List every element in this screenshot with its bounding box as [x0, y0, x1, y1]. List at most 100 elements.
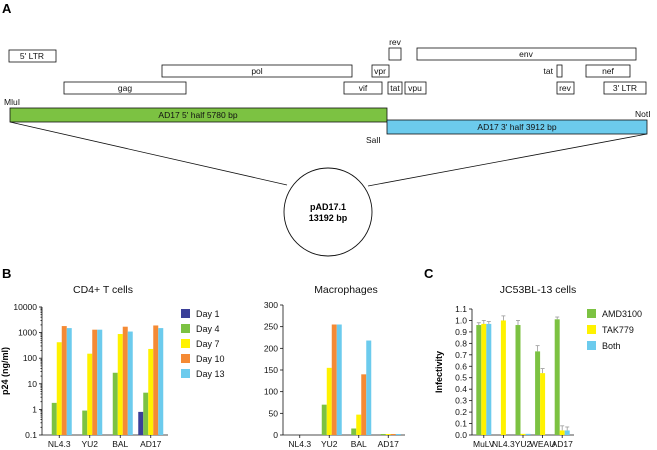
ad17-3prime-half-bar [386, 119, 648, 135]
bar-series-1 [321, 404, 327, 435]
bar-day-7 [87, 353, 93, 435]
legend-swatch [181, 324, 190, 333]
bar-day-7 [117, 334, 123, 435]
panel-letter-a: A [2, 1, 12, 16]
plasmid-name: pAD17.1 [310, 202, 346, 212]
panel-letter-c: C [424, 266, 434, 281]
gene-box-rev1 [388, 47, 402, 61]
bar-tak779 [520, 433, 526, 435]
gene-label-rev2: rev [559, 83, 572, 93]
gene-label-tat1: tat [390, 83, 400, 93]
legend-swatch [181, 309, 190, 318]
site-mlui: MluI [4, 97, 20, 107]
x-tick-label: NL4.3 [48, 439, 71, 449]
legend-label: AMD3100 [602, 309, 642, 319]
x-tick-label: AD17 [552, 439, 574, 449]
bar-series-1 [380, 434, 386, 435]
legend-label: Day 4 [196, 324, 220, 334]
bar-series-4 [395, 434, 401, 435]
bar-day-4 [51, 402, 57, 435]
y-tick-label: 100 [23, 353, 37, 363]
bar-tak779 [500, 320, 506, 435]
y-tick-label: 1.0 [455, 315, 467, 325]
y-axis-label: p24 (ng/ml) [0, 347, 10, 395]
gene-label-env: env [519, 49, 533, 59]
x-tick-label: BAL [351, 439, 367, 449]
ad17-3prime-half-label: AD17 3' half 3912 bp [477, 122, 556, 132]
gene-box-nef [585, 64, 631, 78]
bar-day-13 [158, 328, 164, 435]
legend-label: Day 1 [196, 309, 220, 319]
x-tick-label: AD17 [378, 439, 400, 449]
legend-swatch [587, 309, 596, 318]
bar-both [486, 323, 492, 435]
gene-box-pol [161, 64, 353, 78]
site-sali: SalI [366, 135, 381, 145]
bar-day-4 [112, 372, 118, 435]
y-tick-label: 250 [264, 322, 278, 332]
gene-label-vpr: vpr [374, 66, 386, 76]
gene-box-vpr [371, 64, 390, 78]
x-tick-label: WEAU [530, 439, 556, 449]
gene-box-ltr3 [603, 81, 647, 95]
bar-day-10 [61, 326, 67, 435]
x-tick-label: MuLV [473, 439, 495, 449]
bar-series-2 [326, 367, 332, 435]
y-tick-label: 1 [32, 404, 37, 414]
plasmid-circle [283, 167, 373, 257]
gene-label-rev1: rev [389, 37, 402, 47]
bar-tak779 [559, 430, 565, 435]
gene-box-env [416, 47, 637, 61]
y-tick-label: 0.2 [455, 407, 467, 417]
y-tick-label: 0.6 [455, 361, 467, 371]
bar-series-2 [385, 434, 391, 435]
genome-map: rev 5' LTR env pol vpr tat nef gag vif t… [4, 37, 651, 257]
bar-day-1 [138, 411, 144, 435]
bar-series-2 [356, 414, 362, 435]
bar-series-4 [336, 324, 342, 435]
y-tick-label: 10 [28, 379, 38, 389]
gene-label-vif: vif [359, 83, 368, 93]
y-tick-label: 100 [264, 387, 278, 397]
gene-box-ltr5 [8, 49, 57, 63]
ad17-5prime-half-label: AD17 5' half 5780 bp [158, 110, 237, 120]
gene-box-rev2 [556, 81, 575, 95]
legend-label: Both [602, 341, 621, 351]
bar-series-3 [390, 434, 396, 435]
bar-day-4 [143, 392, 149, 435]
y-axis-label: Infectivity [434, 351, 444, 393]
y-tick-label: 0.5 [455, 373, 467, 383]
bar-amd3100 [554, 319, 560, 435]
legend-swatch [181, 369, 190, 378]
y-tick-label: 0.4 [455, 384, 467, 394]
bar-series-4 [366, 340, 372, 435]
y-tick-label: 10000 [13, 302, 37, 312]
plasmid-size: 13192 bp [309, 213, 348, 223]
legend-label: Day 7 [196, 339, 220, 349]
y-tick-label: 0.8 [455, 338, 467, 348]
gene-label-pol: pol [251, 66, 262, 76]
x-tick-label: YU2 [515, 439, 532, 449]
bar-day-4 [82, 410, 88, 435]
gene-label-gag: gag [118, 83, 132, 93]
bar-day-7 [56, 342, 62, 435]
y-tick-label: 0 [273, 430, 278, 440]
chart-title: CD4+ T cells [73, 284, 133, 296]
gene-label-nef: nef [602, 66, 614, 76]
bar-series-1 [351, 428, 357, 435]
x-tick-label: BAL [112, 439, 128, 449]
bar-day-10 [122, 326, 128, 435]
y-tick-label: 50 [269, 408, 279, 418]
bar-series-3 [361, 374, 367, 435]
legend-swatch [181, 354, 190, 363]
gene-box-tat2 [556, 64, 563, 78]
bar-amd3100 [476, 325, 482, 435]
y-tick-label: 1000 [18, 328, 37, 338]
y-tick-label: 0.1 [455, 419, 467, 429]
bar-day-13 [97, 329, 103, 435]
ad17-5prime-half-bar [9, 107, 388, 123]
gene-box-vif [343, 81, 383, 95]
